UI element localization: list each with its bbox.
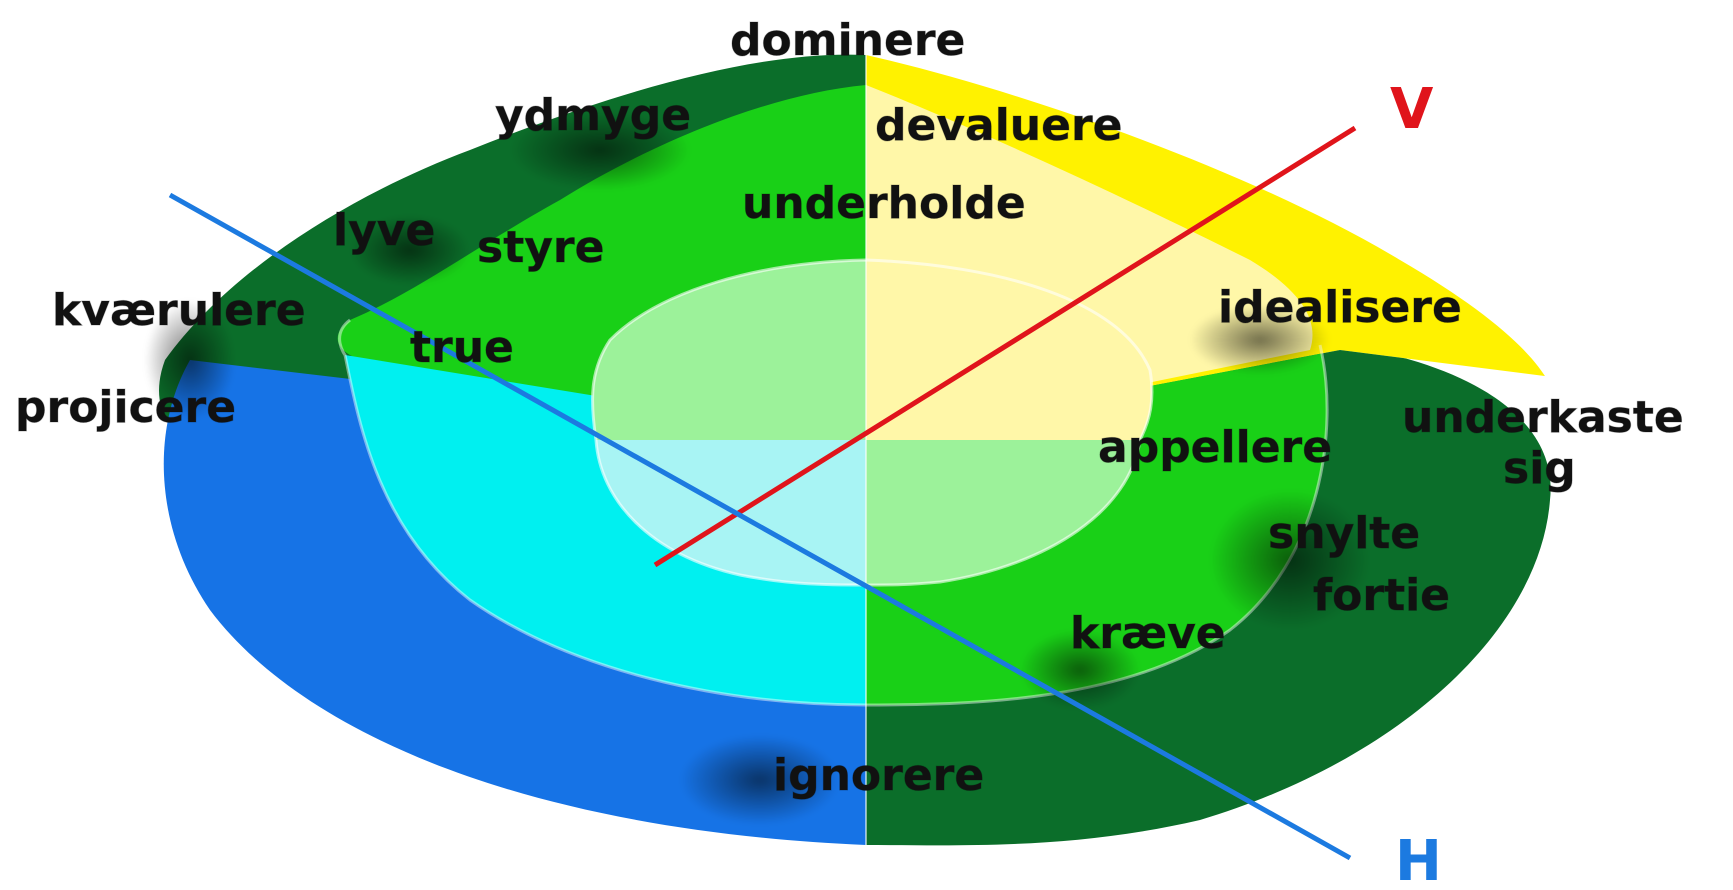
- label-devaluere: devaluere: [875, 100, 1123, 151]
- shade-blob: [1210, 490, 1370, 630]
- label-underkaste: underkaste: [1402, 392, 1684, 443]
- behavior-labels: dominere ydmyge devaluere underholde lyv…: [15, 15, 1685, 802]
- shade-blob: [1190, 305, 1330, 375]
- shade-blob: [350, 215, 470, 285]
- label-ignorere: ignorere: [773, 750, 984, 801]
- label-ydmyge: ydmyge: [495, 90, 691, 141]
- shade-blob: [510, 110, 690, 190]
- label-dominere: dominere: [730, 15, 965, 66]
- h-axis-letter: H: [1395, 829, 1442, 890]
- v-axis-line: [653, 125, 1357, 568]
- shade-blob: [680, 735, 840, 825]
- v-axis-letter: V: [1390, 77, 1434, 142]
- label-snylte: snylte: [1268, 508, 1420, 559]
- shading: [145, 110, 1370, 825]
- label-sig: sig: [1503, 443, 1576, 494]
- label-styre: styre: [477, 222, 604, 273]
- shade-blob: [145, 300, 235, 420]
- label-projicere: projicere: [15, 382, 236, 433]
- label-lyve: lyve: [333, 205, 435, 256]
- label-kraeve: kræve: [1070, 608, 1226, 659]
- label-idealisere: idealisere: [1218, 282, 1462, 333]
- label-true: true: [410, 322, 514, 373]
- label-underholde: underholde: [742, 178, 1026, 229]
- label-kvaerulere: kværulere: [52, 285, 306, 336]
- h-axis-line: [168, 192, 1352, 861]
- inner-core-lower-right: [866, 440, 1140, 585]
- label-appellere: appellere: [1098, 422, 1332, 473]
- label-fortie: fortie: [1313, 570, 1450, 621]
